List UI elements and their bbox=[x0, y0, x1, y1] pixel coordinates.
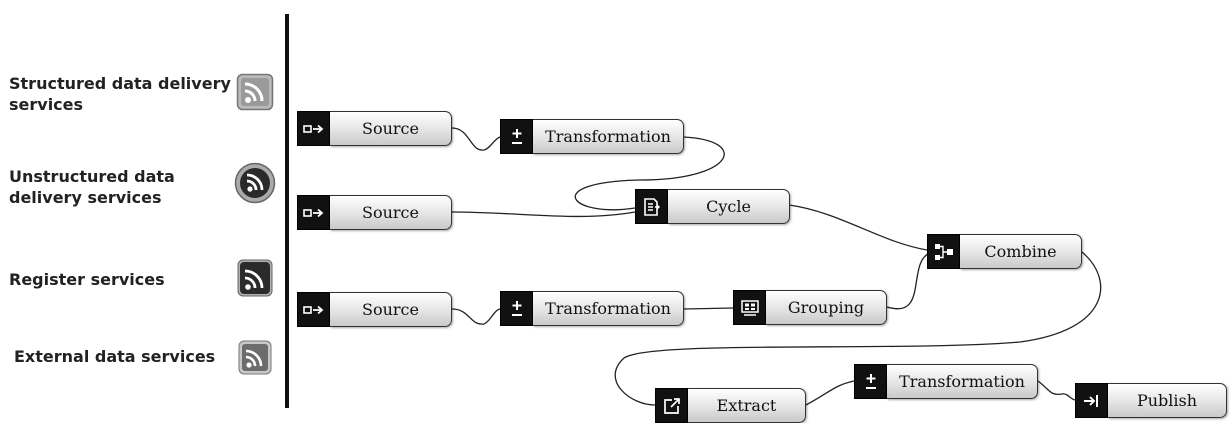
node-source-1[interactable]: Source bbox=[297, 111, 452, 146]
node-label: Publish bbox=[1108, 383, 1227, 418]
node-extract[interactable]: Extract bbox=[655, 388, 806, 423]
legend-label-external: External data services bbox=[14, 347, 216, 366]
source-icon bbox=[297, 111, 330, 146]
node-transformation-1[interactable]: Transformation bbox=[500, 119, 684, 154]
wire-extract-to-transformation-3 bbox=[805, 380, 855, 406]
rss-icon-square-gray bbox=[236, 73, 274, 111]
node-label: Transformation bbox=[533, 119, 684, 154]
extract-icon bbox=[655, 388, 688, 423]
plus-minus-icon bbox=[500, 119, 533, 154]
node-source-3[interactable]: Source bbox=[297, 292, 452, 327]
rss-icon-square-dark bbox=[237, 259, 273, 297]
grouping-icon bbox=[733, 290, 766, 325]
rss-icon-square-light bbox=[238, 340, 272, 375]
node-label: Source bbox=[330, 195, 452, 230]
node-label: Source bbox=[330, 111, 452, 146]
node-source-2[interactable]: Source bbox=[297, 195, 452, 230]
node-label: Extract bbox=[688, 388, 806, 423]
node-label: Source bbox=[330, 292, 452, 327]
legend-label-unstructured: Unstructured data delivery services bbox=[9, 167, 175, 207]
wire-cycle-to-combine bbox=[788, 204, 928, 251]
node-transformation-2[interactable]: Transformation bbox=[500, 291, 684, 326]
legend-label-register: Register services bbox=[9, 270, 165, 289]
wire-transformation-2-to-grouping bbox=[683, 307, 734, 310]
node-label: Cycle bbox=[668, 189, 790, 224]
combine-icon bbox=[927, 234, 960, 269]
cycle-icon bbox=[635, 189, 668, 224]
legend-label-structured: Structured data delivery services bbox=[9, 74, 231, 114]
wire-source-3-to-transformation-2 bbox=[451, 308, 501, 325]
rss-icon-round bbox=[234, 162, 276, 204]
wire-combine-to-extract bbox=[614, 251, 1102, 406]
plus-minus-icon bbox=[854, 364, 887, 399]
node-combine[interactable]: Combine bbox=[927, 234, 1082, 269]
node-grouping[interactable]: Grouping bbox=[733, 290, 887, 325]
plus-minus-icon bbox=[500, 291, 533, 326]
node-publish[interactable]: Publish bbox=[1075, 383, 1227, 418]
node-cycle[interactable]: Cycle bbox=[635, 189, 790, 224]
node-label: Transformation bbox=[887, 364, 1038, 399]
panel-divider bbox=[285, 14, 289, 408]
wire-source-1-to-transformation-1 bbox=[451, 127, 501, 151]
wire-source-2-to-cycle bbox=[451, 211, 636, 218]
source-icon bbox=[297, 292, 330, 327]
wire-transformation-3-to-publish bbox=[1037, 380, 1076, 401]
wire-grouping-to-combine bbox=[886, 251, 933, 310]
node-transformation-3[interactable]: Transformation bbox=[854, 364, 1038, 399]
source-icon bbox=[297, 195, 330, 230]
publish-icon bbox=[1075, 383, 1108, 418]
node-label: Grouping bbox=[766, 290, 887, 325]
legend-panel: Structured data delivery services Unstru… bbox=[0, 0, 290, 419]
node-label: Combine bbox=[960, 234, 1082, 269]
wire-transformation-1-to-cycle bbox=[574, 136, 725, 211]
node-label: Transformation bbox=[533, 291, 684, 326]
